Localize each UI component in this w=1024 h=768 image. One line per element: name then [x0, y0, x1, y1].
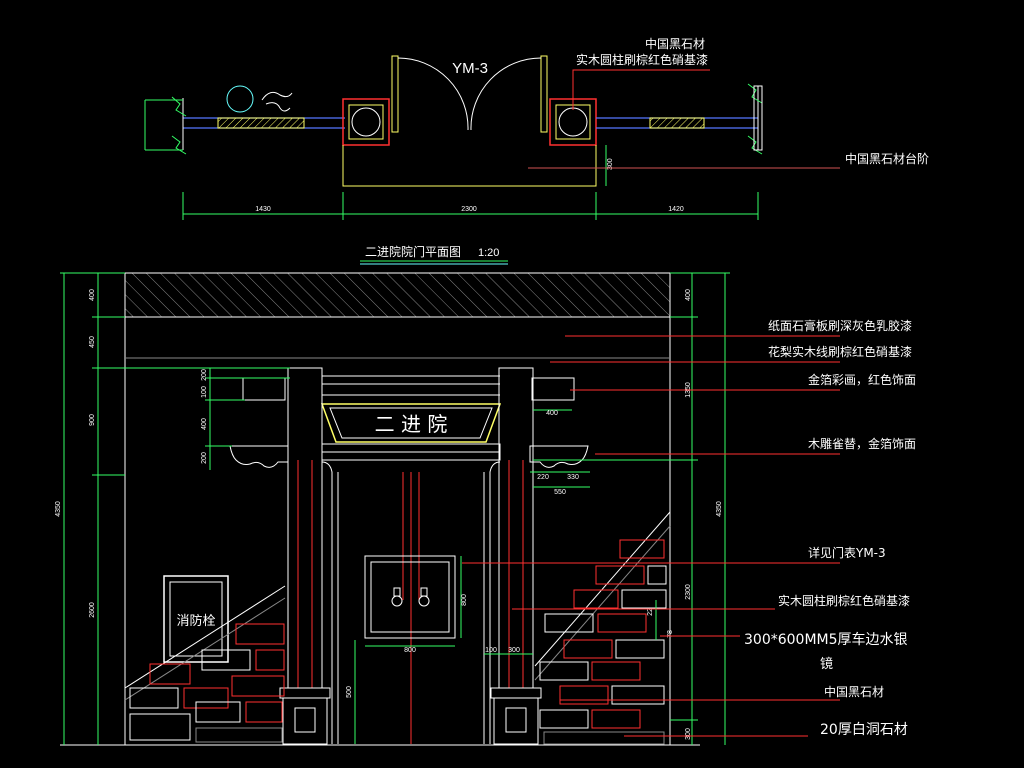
elevation-view: 二 进 院: [55, 272, 916, 746]
note-door-table: 详见门表YM-3: [808, 545, 886, 560]
hydrant-label: 消防栓: [176, 613, 215, 629]
note-mirror: 300*600MM5厚车边水银: [744, 631, 908, 648]
dim-left-inner-2: 100: [201, 386, 208, 398]
sign-plaque: 二 进 院: [320, 403, 502, 443]
dim-left-4: 2600: [89, 602, 96, 618]
note-mirror-cont: 镜: [820, 657, 833, 672]
left-column: [279, 367, 331, 745]
dim-220: 220: [537, 474, 549, 481]
note-rosewood: 花梨实木线刷棕红色硝基漆: [768, 344, 912, 359]
dim-left-inner-1: 200: [201, 369, 208, 381]
plan-left-wall: [144, 85, 345, 155]
door-dimensions: 800 800 100 300 500 22 78: [346, 556, 674, 744]
dim-right: 1420: [668, 206, 684, 213]
dim-total-right: 4350: [716, 501, 723, 517]
plan-title-text: 二进院院门平面图: [365, 244, 461, 259]
door-panel: [364, 555, 456, 639]
dim-550: 550: [554, 489, 566, 496]
dim-door-w: 800: [404, 647, 416, 654]
plan-right-wall: [596, 83, 763, 155]
dim-400: 400: [546, 410, 558, 417]
right-column: [490, 367, 542, 745]
note-plasterboard: 纸面石膏板刷深灰色乳胶漆: [768, 318, 912, 333]
plan-notes: 中国黑石材 实木圆柱刷棕红色硝基漆 中国黑石材台阶: [528, 36, 929, 169]
plan-dimensions: 1430 2300 1420: [182, 192, 759, 220]
dim-left-inner-4: 200: [201, 452, 208, 464]
dim-500: 500: [346, 686, 353, 698]
note-gold-painting: 金箔彩画，红色饰面: [808, 372, 916, 387]
sign-text: 二 进 院: [375, 412, 448, 436]
note-black-stone-base: 中国黑石材: [824, 684, 884, 699]
dim-left-2: 450: [89, 336, 96, 348]
dim-left: 1430: [255, 206, 271, 213]
plan-scale: 1:20: [478, 247, 499, 259]
doorway: [321, 461, 501, 744]
dim-right-3: 2300: [685, 584, 692, 600]
right-side-brackets: [529, 377, 589, 468]
door-tag: YM-3: [452, 60, 488, 77]
dim-right-1: 400: [685, 289, 692, 301]
plan-title: 二进院院门平面图 1:20: [360, 244, 508, 265]
left-dimensions: 4350 400 450 900 2600 200 100 400 200: [55, 272, 290, 745]
plan-left-column: [342, 98, 390, 146]
annotation-notes: 纸面石膏板刷深灰色乳胶漆 花梨实木线刷棕红色硝基漆 金箔彩画，红色饰面 木雕雀替…: [744, 318, 916, 738]
dim-78: 78: [667, 630, 674, 638]
dim-total-left: 4350: [55, 501, 62, 517]
plan-view: YM-3 300: [144, 36, 929, 265]
annotation-leaders: [462, 335, 840, 737]
plan-step: 300: [342, 145, 614, 187]
plan-door-swing: YM-3: [391, 55, 548, 133]
dim-100: 100: [485, 647, 497, 654]
left-brick-wall: [124, 585, 286, 743]
note-column-paint: 实木圆柱刷棕红色硝基漆: [778, 593, 910, 608]
note-carved-bracket: 木雕雀替，金箔饰面: [808, 436, 916, 451]
dim-300: 300: [508, 647, 520, 654]
note-step: 中国黑石材台阶: [845, 151, 929, 166]
dim-left-3: 900: [89, 414, 96, 426]
dim-left-inner-3: 400: [201, 418, 208, 430]
ceiling-band: [124, 272, 671, 318]
note-column: 实木圆柱刷棕红色硝基漆: [576, 52, 708, 67]
dim-right-4: 300: [685, 728, 692, 740]
dim-22: 22: [647, 608, 654, 616]
note-black-stone: 中国黑石材: [645, 36, 705, 51]
dim-door-h: 800: [461, 594, 468, 606]
dim-left-1: 400: [89, 289, 96, 301]
fire-hydrant-box: 消防栓: [163, 575, 229, 663]
note-travertine: 20厚白洞石材: [820, 722, 908, 738]
dim-mid: 2300: [461, 206, 477, 213]
right-brick-wall: [534, 511, 671, 745]
dim-step: 300: [607, 158, 614, 170]
dim-330: 330: [567, 474, 579, 481]
